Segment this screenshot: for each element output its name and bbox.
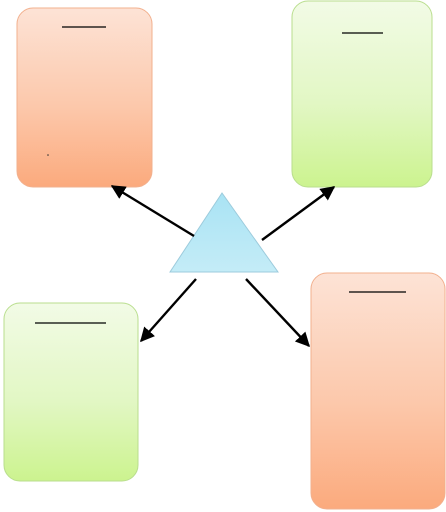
box-top-right (291, 0, 433, 188)
box-bottom-right (310, 272, 446, 510)
box-bottom-left (3, 302, 139, 482)
box-top-left (16, 7, 153, 188)
arrow-to-bottom-left (140, 278, 197, 343)
arrow-to-bottom-right (245, 278, 310, 348)
hub-triangle (169, 192, 279, 273)
arrow-to-top-right (261, 186, 336, 241)
arrow-to-top-left (110, 184, 195, 238)
box-dot (47, 154, 49, 156)
